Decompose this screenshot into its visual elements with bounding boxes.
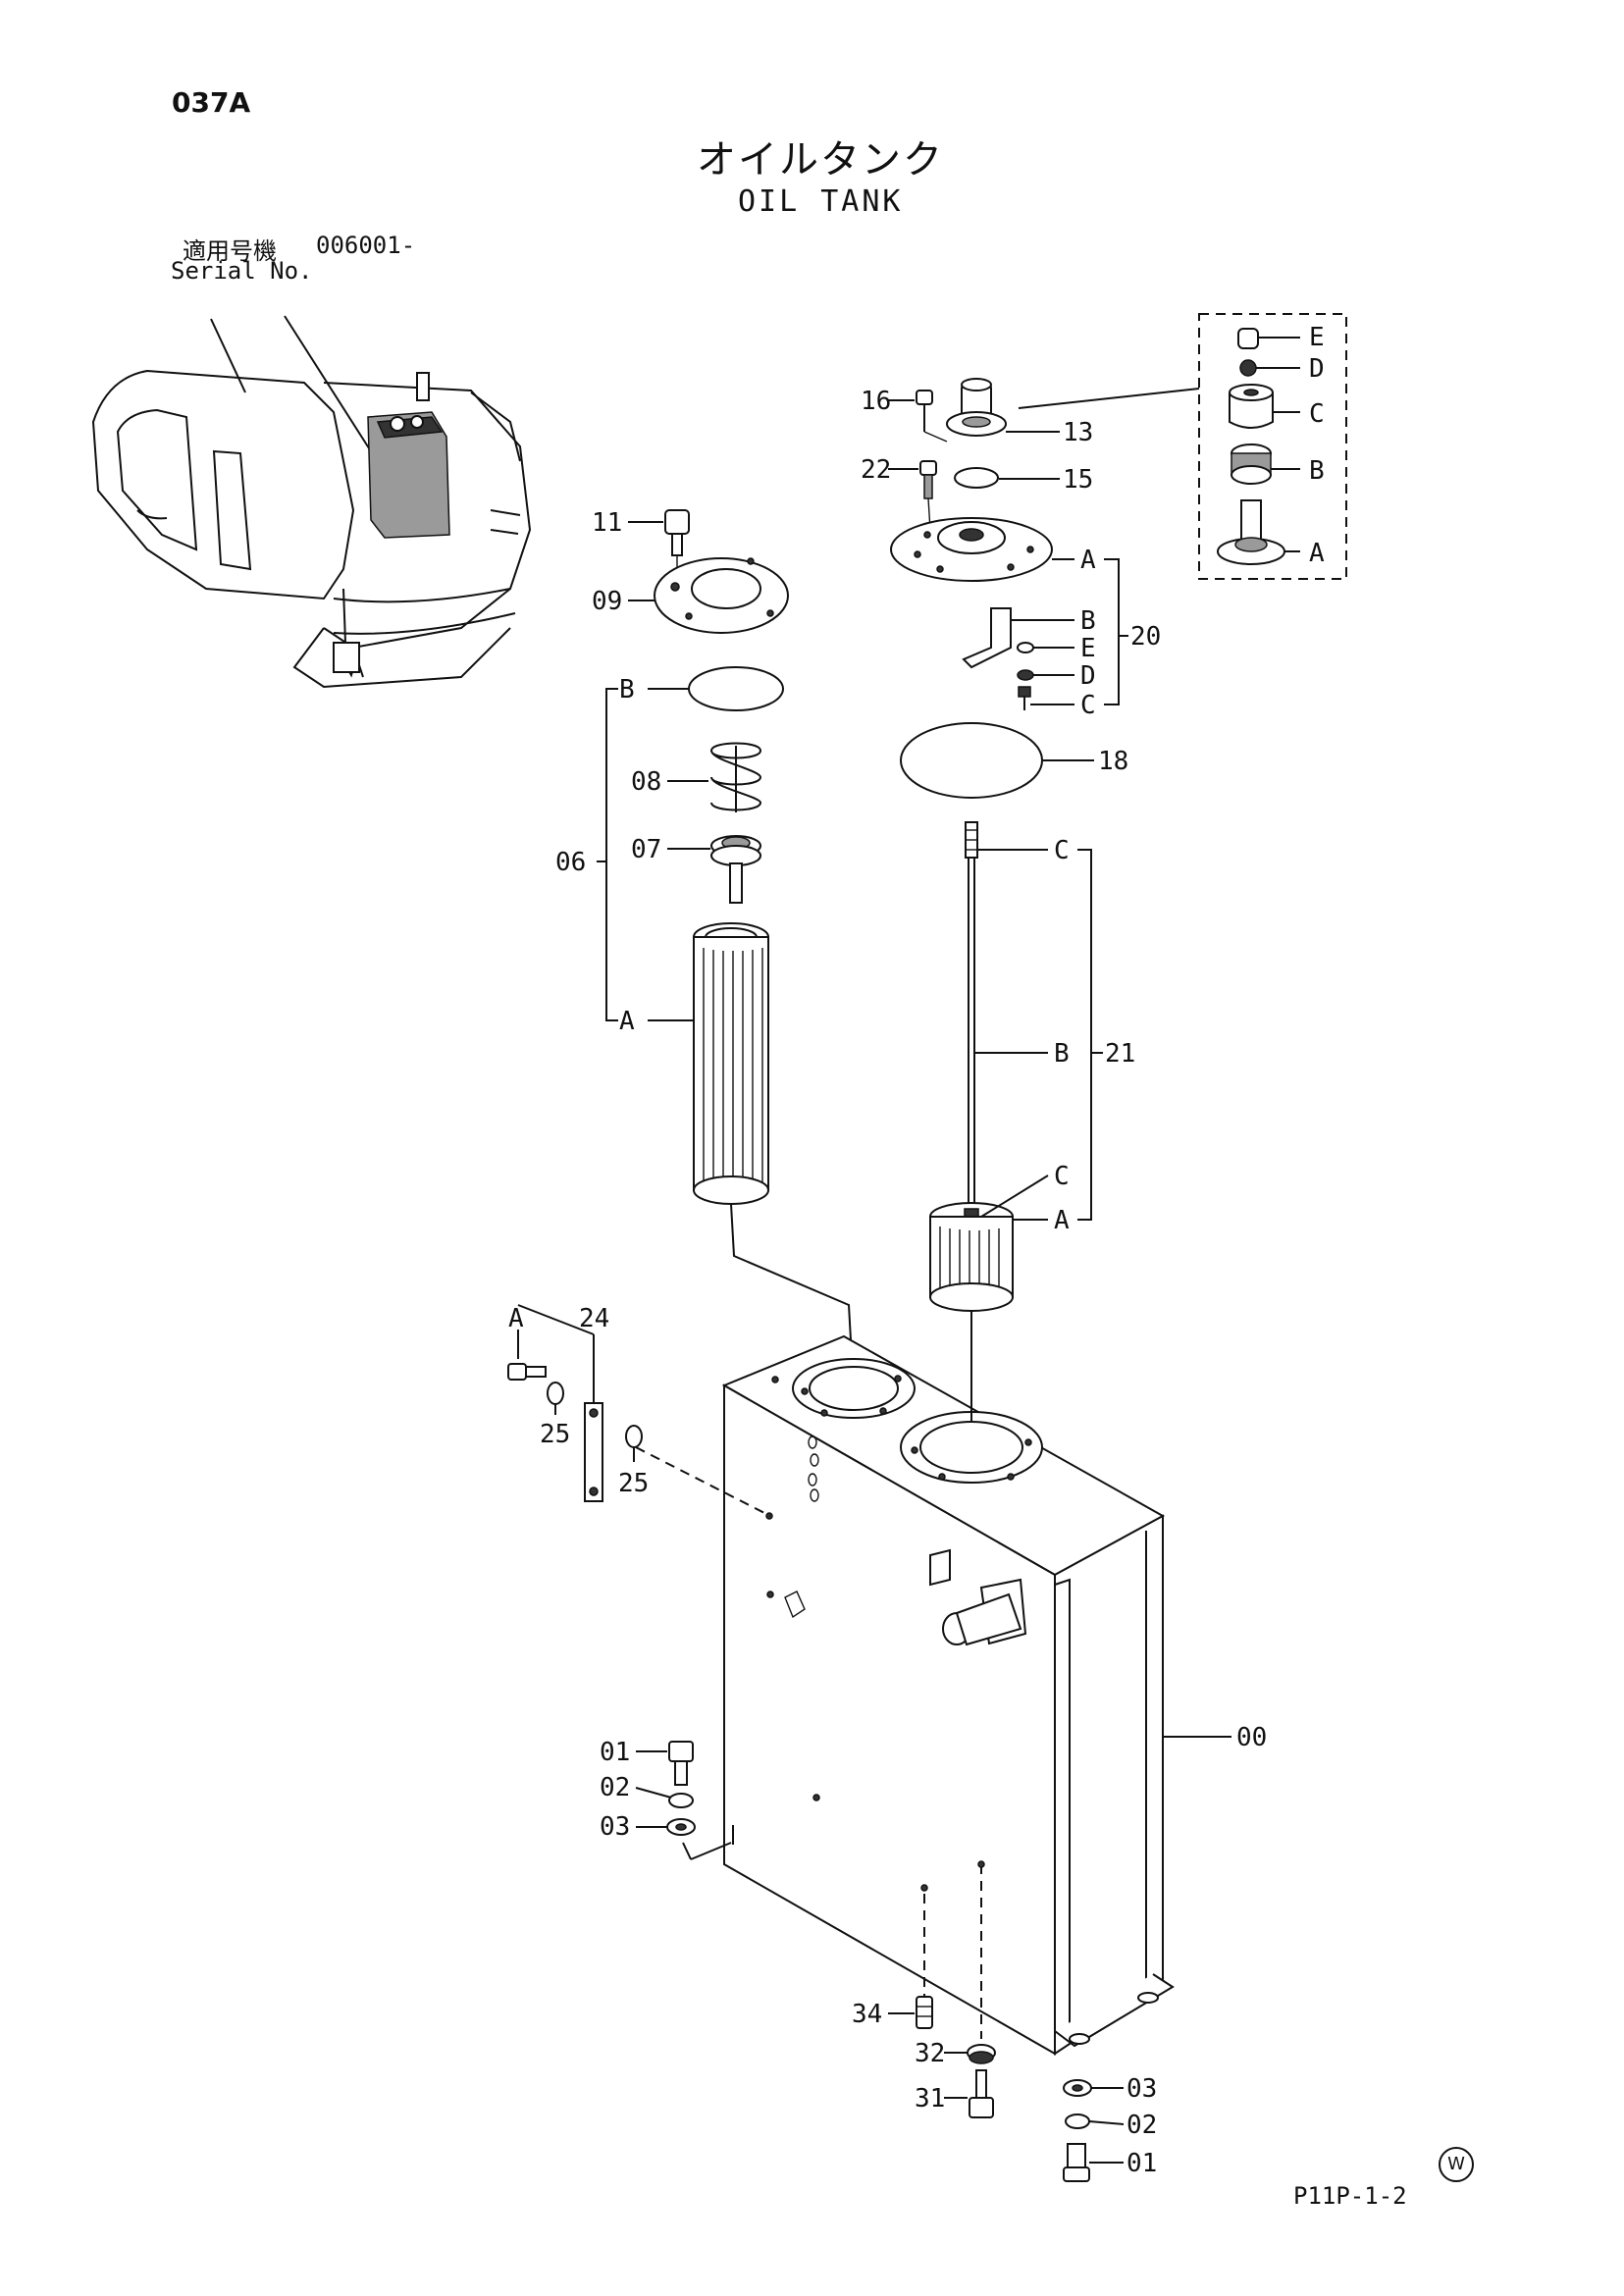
part-24-sub-a: A [508, 1304, 524, 1333]
part-20-sub-d: D [1080, 661, 1096, 691]
part-21-sub-c-bottom: C [1054, 1162, 1070, 1191]
part-08-label: 08 [631, 767, 661, 797]
part-21-sub-a: A [1054, 1206, 1070, 1235]
part-03-label-right: 03 [1126, 2074, 1157, 2104]
part-31-label: 31 [915, 2084, 945, 2113]
serial-label-english: Serial No. [171, 257, 313, 285]
oil-tank-body [682, 1334, 1231, 2056]
part-25-label-left: 25 [540, 1420, 570, 1449]
part-21-sub-b: B [1054, 1039, 1070, 1069]
detail-label-a: A [1309, 539, 1325, 568]
part-20-sub-e: E [1080, 634, 1096, 663]
part-18-label: 18 [1098, 747, 1128, 776]
part-01-label-left: 01 [600, 1738, 630, 1767]
gasket-18 [900, 722, 1094, 799]
part-11-label: 11 [592, 508, 622, 538]
part-21-sub-c-top: C [1054, 836, 1070, 865]
drain-parts [888, 1996, 996, 2118]
part-34-label: 34 [852, 2000, 882, 2029]
title-english: OIL TANK [738, 184, 904, 219]
suction-strainer-21: C B C A 21 [929, 821, 1135, 1413]
part-00-label: 00 [1236, 1723, 1267, 1752]
detail-inset-13: E D C B A [1018, 313, 1347, 580]
part-09-label: 09 [592, 587, 622, 616]
part-20-sub-a: A [1080, 546, 1096, 575]
serial-number-value: 006001- [316, 232, 416, 259]
part-20-sub-b: B [1080, 606, 1096, 636]
part-22-label: 22 [861, 455, 891, 485]
detail-label-e: E [1309, 323, 1325, 352]
revision-mark: W [1439, 2147, 1474, 2182]
part-20-sub-c: C [1080, 691, 1096, 720]
part-21-label: 21 [1105, 1039, 1135, 1069]
part-06-sub-a: A [619, 1007, 635, 1036]
drawing-code: P11P-1-2 [1293, 2182, 1407, 2210]
part-03-label-left: 03 [600, 1812, 630, 1842]
detail-label-c: C [1309, 399, 1325, 429]
detail-label-b: B [1309, 456, 1325, 486]
part-25-label-right: 25 [618, 1469, 649, 1498]
part-06-label: 06 [555, 848, 586, 877]
part-06-sub-b: B [619, 675, 635, 704]
cover-assembly-20: A B E D C 20 [890, 517, 1161, 720]
part-13-label: 13 [1063, 418, 1093, 447]
part-02-label-left: 02 [600, 1773, 630, 1802]
detail-label-d: D [1309, 354, 1325, 384]
gauge-bracket-24: 24 A 25 25 [507, 1304, 771, 1517]
part-24-label: 24 [579, 1304, 609, 1333]
part-15-label: 15 [1063, 465, 1093, 495]
part-16-label: 16 [861, 387, 891, 416]
serial-label-japanese: 適用号機 [183, 237, 277, 265]
title-japanese: オイルタンク [697, 137, 944, 183]
fasteners-right [1063, 2079, 1125, 2182]
callout-labels: 00 01 02 03 03 02 01 07 08 09 11 13 15 1… [592, 387, 1267, 2178]
part-32-label: 32 [915, 2039, 945, 2068]
breather-cap-assembly [888, 378, 1060, 531]
excavator-locator-view [91, 315, 532, 689]
fasteners-left [635, 1741, 696, 1836]
part-20-label: 20 [1130, 622, 1161, 652]
page-code: 037A [172, 86, 251, 119]
part-07-label: 07 [631, 835, 661, 864]
filter-stack-06: B A 06 [555, 509, 855, 1394]
part-02-label-right: 02 [1126, 2111, 1157, 2140]
part-01-label-right: 01 [1126, 2149, 1157, 2178]
